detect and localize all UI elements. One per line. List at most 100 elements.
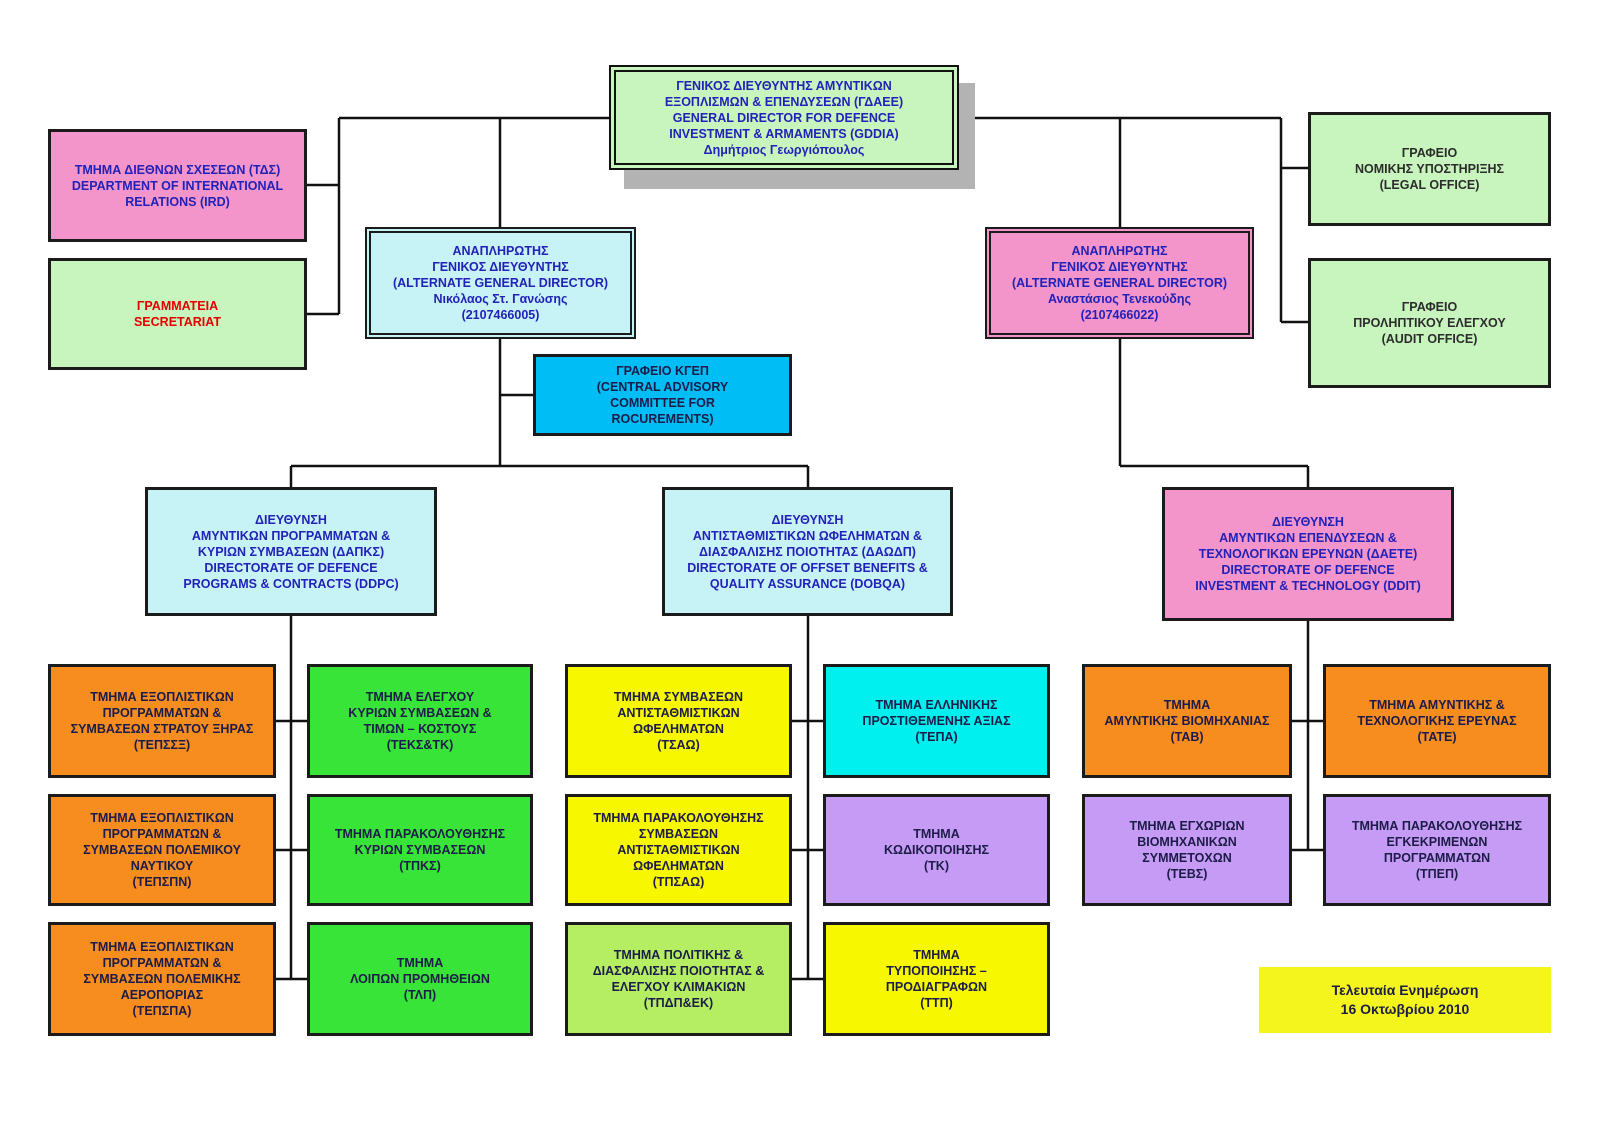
box-text-line: ΕΓΚΕΚΡΙΜΕΝΩΝ xyxy=(1386,835,1488,849)
box-text-line: ΕΞΟΠΛΙΣΜΩΝ & ΕΠΕΝΔΥΣΕΩΝ (ΓΔΑΕΕ) xyxy=(664,94,904,109)
box-text-line: ΠΡΟΓΡΑΜΜΑΤΩΝ & xyxy=(102,706,222,720)
box-text-line: DIRECTORATE OF DEFENCE xyxy=(204,560,378,575)
dept-teks-tk-box: ΤΜΗΜΑ ΕΛΕΓΧΟΥ ΚΥΡΙΩΝ ΣΥΜΒΑΣΕΩΝ & ΤΙΜΩΝ –… xyxy=(307,664,533,778)
box-text-line: ΑΝΤΙΣΤΑΘΜΙΣΤΙΚΩΝ ΩΦΕΛΗΜΑΤΩΝ & xyxy=(692,528,923,543)
dept-tk-box: ΤΜΗΜΑ ΚΩΔΙΚΟΠΟΙΗΣΗΣ (ΤΚ) xyxy=(823,794,1050,906)
box-text-line: (ΤΠΕΠ) xyxy=(1415,867,1459,881)
alternate-gd-right-box: ΑΝΑΠΛΗΡΩΤΗΣ ΓΕΝΙΚΟΣ ΔΙΕΥΘΥΝΤΗΣ (ALTERNAT… xyxy=(985,227,1254,339)
box-text-line: ΠΡΟΣΤΙΘΕΜΕΝΗΣ ΑΞΙΑΣ xyxy=(862,714,1011,728)
box-text-line: (ΤΕΠΣΣΞ) xyxy=(133,738,191,752)
box-text-line: (2107466005) xyxy=(461,308,540,322)
box-text-line: ΑΜΥΝΤΙΚΗΣ ΒΙΟΜΗΧΑΝΙΑΣ xyxy=(1104,714,1270,728)
box-text-line: ΠΡΟΔΙΑΓΡΑΦΩΝ xyxy=(885,980,988,994)
box-text-line: DIRECTORATE OF DEFENCE xyxy=(1221,563,1395,577)
box-text-line: ΤΜΗΜΑ ΔΙΕΘΝΩΝ ΣΧΕΣΕΩΝ (ΤΔΣ) xyxy=(74,162,281,177)
box-text-line: DIRECTORATE OF OFFSET BENEFITS & xyxy=(687,560,928,575)
kgep-office-box: ΓΡΑΦΕΙΟ ΚΓΕΠ (CENTRAL ADVISORY COMMITTEE… xyxy=(533,354,792,436)
dept-tepspn-box: ΤΜΗΜΑ ΕΞΟΠΛΙΣΤΙΚΩΝ ΠΡΟΓΡΑΜΜΑΤΩΝ & ΣΥΜΒΑΣ… xyxy=(48,794,276,906)
box-text-line: (ΤΑΒ) xyxy=(1170,730,1204,744)
box-text-line: INVESTMENT & ARMAMENTS (GDDIA) xyxy=(669,126,899,141)
box-text-line: ΤΜΗΜΑ ΠΑΡΑΚΟΛΟΥΘΗΣΗΣ xyxy=(593,811,764,825)
legal-office-box: ΓΡΑΦΕΙΟ ΝΟΜΙΚΗΣ ΥΠΟΣΤΗΡΙΞΗΣ (LEGAL OFFIC… xyxy=(1308,112,1551,226)
box-text-line: ΚΥΡΙΩΝ ΣΥΜΒΑΣΕΩΝ & xyxy=(348,706,492,720)
directorate-dobqa-box: ΔΙΕΥΘΥΝΣΗ ΑΝΤΙΣΤΑΘΜΙΣΤΙΚΩΝ ΩΦΕΛΗΜΑΤΩΝ & … xyxy=(662,487,953,616)
box-text-line: ΓΕΝΙΚΟΣ ΔΙΕΥΘΥΝΤΗΣ ΑΜΥΝΤΙΚΩΝ xyxy=(676,78,892,93)
box-text-line: (ΤΚ) xyxy=(924,859,949,873)
box-text-line: (LEGAL OFFICE) xyxy=(1379,178,1480,192)
dept-tlp-box: ΤΜΗΜΑ ΛΟΙΠΩΝ ΠΡΟΜΗΘΕΙΩΝ (ΤΛΠ) xyxy=(307,922,533,1036)
box-text-line: Δημήτριος Γεωργιόπουλος xyxy=(703,142,865,157)
box-text-line: ΤΜΗΜΑ ΕΛΛΗΝΙΚΗΣ xyxy=(875,698,998,712)
box-text-line: ΤΜΗΜΑ ΕΞΟΠΛΙΣΤΙΚΩΝ xyxy=(90,940,234,954)
box-text-line: INVESTMENT & TECHNOLOGY (DDIT) xyxy=(1195,579,1421,593)
box-text-line: ΣΥΜΜΕΤΟΧΩΝ xyxy=(1142,851,1232,865)
box-text-line: ΣΥΜΒΑΣΕΩΝ xyxy=(638,827,719,841)
box-text-line: (ΤΕΠΣΠΝ) xyxy=(132,875,192,889)
box-text-line: ΔΙΕΥΘΥΝΣΗ xyxy=(1272,515,1344,529)
box-text-line: ΤΕΧΝΟΛΟΓΙΚΗΣ ΕΡΕΥΝΑΣ xyxy=(1357,714,1517,728)
box-text-line: ΑΕΡΟΠΟΡΙΑΣ xyxy=(120,988,204,1002)
box-text-line: ΝΟΜΙΚΗΣ ΥΠΟΣΤΗΡΙΞΗΣ xyxy=(1354,162,1505,176)
box-text-line: ΑΝΑΠΛΗΡΩΤΗΣ xyxy=(452,244,549,258)
dept-tepssx-box: ΤΜΗΜΑ ΕΞΟΠΛΙΣΤΙΚΩΝ ΠΡΟΓΡΑΜΜΑΤΩΝ & ΣΥΜΒΑΣ… xyxy=(48,664,276,778)
box-text-line: RELATIONS (IRD) xyxy=(125,194,230,209)
box-text-line: (ΤΛΠ) xyxy=(403,988,437,1002)
box-text-line: ΓΡΑΦΕΙΟ xyxy=(1401,300,1458,314)
box-text-line: (ΤΕΠΣΠΑ) xyxy=(132,1004,192,1018)
box-text-line: ΓΕΝΙΚΟΣ ΔΙΕΥΘΥΝΤΗΣ xyxy=(1051,260,1188,274)
box-text-line: ΕΛΕΓΧΟΥ ΚΛΙΜΑΚΙΩΝ xyxy=(611,980,746,994)
box-text-line: ΔΙΑΣΦΑΛΙΣΗΣ ΠΟΙΟΤΗΤΑΣ & xyxy=(592,964,765,978)
box-text-line: (ΤΤΠ) xyxy=(920,996,953,1010)
box-text-line: ΤΜΗΜΑ ΠΑΡΑΚΟΛΟΥΘΗΣΗΣ xyxy=(334,827,506,841)
box-text-line: (ΤΑΤΕ) xyxy=(1417,730,1457,744)
box-text-line: (CENTRAL ADVISORY xyxy=(596,380,729,394)
dept-ttp-box: ΤΜΗΜΑ ΤΥΠΟΠΟΙΗΣΗΣ – ΠΡΟΔΙΑΓΡΑΦΩΝ (ΤΤΠ) xyxy=(823,922,1050,1036)
box-text-line: ΣΥΜΒΑΣΕΩΝ ΠΟΛΕΜΙΚΗΣ xyxy=(83,972,241,986)
box-text-line: (ALTERNATE GENERAL DIRECTOR) xyxy=(1011,276,1228,290)
box-text-line: ΒΙΟΜΗΧΑΝΙΚΩΝ xyxy=(1137,835,1237,849)
box-text-line: ΚΥΡΙΩΝ ΣΥΜΒΑΣΕΩΝ (ΔΑΠΚΣ) xyxy=(197,544,385,559)
box-text-line: ΔΙΕΥΘΥΝΣΗ xyxy=(255,512,327,527)
box-text-line: (ΤΣΑΩ) xyxy=(657,738,700,752)
directorate-ddpc-box: ΔΙΕΥΘΥΝΣΗ ΑΜΥΝΤΙΚΩΝ ΠΡΟΓΡΑΜΜΑΤΩΝ & ΚΥΡΙΩ… xyxy=(145,487,437,616)
box-text-line: ΤΜΗΜΑ ΑΜΥΝΤΙΚΗΣ & xyxy=(1369,698,1505,712)
secretariat-box: ΓΡΑΜΜΑΤΕΙΑ SECRETARIAT xyxy=(48,258,307,370)
dept-tebs-box: ΤΜΗΜΑ ΕΓΧΩΡΙΩΝ ΒΙΟΜΗΧΑΝΙΚΩΝ ΣΥΜΜΕΤΟΧΩΝ (… xyxy=(1082,794,1292,906)
dept-tpsao-box: ΤΜΗΜΑ ΠΑΡΑΚΟΛΟΥΘΗΣΗΣ ΣΥΜΒΑΣΕΩΝ ΑΝΤΙΣΤΑΘΜ… xyxy=(565,794,792,906)
box-text-line: ΤΥΠΟΠΟΙΗΣΗΣ – xyxy=(886,964,987,978)
box-text-line: ΠΡΟΛΗΠΤΙΚΟΥ ΕΛΕΓΧΟΥ xyxy=(1353,316,1506,330)
box-text-line: ΠΡΟΓΡΑΜΜΑΤΩΝ & xyxy=(102,827,222,841)
box-text-line: (AUDIT OFFICE) xyxy=(1381,332,1478,346)
box-text-line: ΔΙΕΥΘΥΝΣΗ xyxy=(771,512,844,527)
box-text-line: ΓΡΑΦΕΙΟ xyxy=(1401,146,1458,160)
box-text-line: ΤΜΗΜΑ xyxy=(913,948,960,962)
dept-tpks-box: ΤΜΗΜΑ ΠΑΡΑΚΟΛΟΥΘΗΣΗΣ ΚΥΡΙΩΝ ΣΥΜΒΑΣΕΩΝ (Τ… xyxy=(307,794,533,906)
box-text-line: ΓΡΑΜΜΑΤΕΙΑ xyxy=(136,299,219,313)
box-text-line: ΤΜΗΜΑ ΠΑΡΑΚΟΛΟΥΘΗΣΗΣ xyxy=(1351,819,1523,833)
box-text-line: ΤΜΗΜΑ xyxy=(396,956,444,970)
box-text-line: (ΤΕΚΣ&ΤΚ) xyxy=(386,738,454,752)
box-text-line: (ΤΕΒΣ) xyxy=(1166,867,1208,881)
box-text-line: ΩΦΕΛΗΜΑΤΩΝ xyxy=(633,859,724,873)
box-text-line: GENERAL DIRECTOR FOR DEFENCE xyxy=(672,110,896,125)
box-text-line: ΔΙΑΣΦΑΛΙΣΗΣ ΠΟΙΟΤΗΤΑΣ (ΔΑΩΔΠ) xyxy=(699,544,916,559)
last-update-date: 16 Οκτωβρίου 2010 xyxy=(1340,1001,1470,1017)
box-text-line: ΚΥΡΙΩΝ ΣΥΜΒΑΣΕΩΝ xyxy=(354,843,486,857)
box-text-line: ΠΡΟΓΡΑΜΜΑΤΩΝ & xyxy=(102,956,222,970)
box-text-line: ΤΜΗΜΑ ΕΞΟΠΛΙΣΤΙΚΩΝ xyxy=(90,811,234,825)
box-text-line: ROCUREMENTS) xyxy=(611,412,714,426)
last-update-label: Τελευταία Ενημέρωση xyxy=(1331,982,1479,998)
box-text-line: (ΤΠΣΑΩ) xyxy=(652,875,705,889)
box-text-line: ΑΜΥΝΤΙΚΩΝ ΕΠΕΝΔΥΣΕΩΝ & xyxy=(1219,531,1397,545)
box-text-line: ΑΝΑΠΛΗΡΩΤΗΣ xyxy=(1071,244,1168,258)
box-text-line: ΠΡΟΓΡΑΜΜΑΤΩΝ xyxy=(1383,851,1491,865)
directorate-ddit-box: ΔΙΕΥΘΥΝΣΗ ΑΜΥΝΤΙΚΩΝ ΕΠΕΝΔΥΣΕΩΝ & ΤΕΧΝΟΛΟ… xyxy=(1162,487,1454,621)
box-text-line: ΩΦΕΛΗΜΑΤΩΝ xyxy=(633,722,724,736)
box-text-line: (ΤΠΔΠ&ΕΚ) xyxy=(643,996,714,1010)
box-text-line: ΤΜΗΜΑ ΕΛΕΓΧΟΥ xyxy=(365,690,475,704)
box-text-line: ΤΜΗΜΑ ΠΟΛΙΤΙΚΗΣ & xyxy=(613,948,744,962)
box-text-line: ΤΜΗΜΑ ΣΥΜΒΑΣΕΩΝ xyxy=(613,690,744,704)
box-text-line: ΣΥΜΒΑΣΕΩΝ ΠΟΛΕΜΙΚΟΥ xyxy=(83,843,241,857)
